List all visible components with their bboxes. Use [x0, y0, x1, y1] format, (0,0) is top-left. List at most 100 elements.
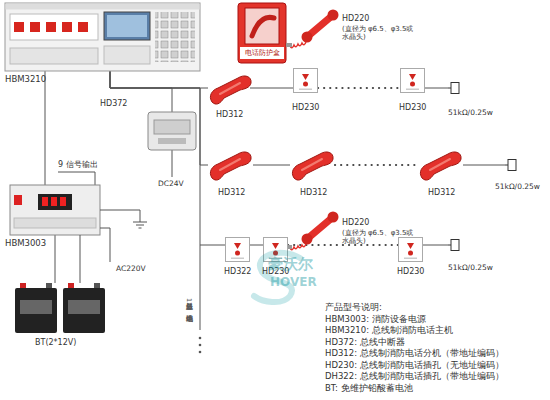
- ground-symbol: [100, 210, 147, 262]
- phone-illustration: [420, 152, 461, 180]
- battery-illustration: [94, 283, 100, 288]
- bus-trunk-line: [199, 245, 202, 353]
- bus-wire: [425, 88, 448, 89]
- legend-line: DH322: 总线制消防电话插孔（带地址编码）: [325, 372, 504, 382]
- phone-jack: HD230: [293, 68, 318, 93]
- handset-illustration: [286, 212, 339, 250]
- phone-jack: HD322: [225, 237, 250, 262]
- host-unit-illustration: [10, 14, 98, 40]
- bus-wire: [110, 71, 208, 88]
- resistor-illustration: [505, 160, 516, 171]
- power-supply-illustration: [14, 195, 22, 205]
- legend-line: HD372: 总线中断器: [325, 338, 405, 348]
- end-resistor: 51kΩ/0.25w: [505, 159, 519, 171]
- phone-illustration: [292, 152, 333, 180]
- signal-label: 9 信号输出: [58, 160, 98, 169]
- model-label: HD312: [428, 188, 455, 197]
- model-label: HD322: [224, 267, 251, 276]
- legend-line: HD230: 总线制消防电话插孔（无地址编码）: [325, 361, 504, 371]
- host-unit-illustration: [107, 15, 147, 37]
- bus-isolator-illustration: [158, 138, 186, 144]
- model-label: HD312: [218, 188, 245, 197]
- note-label: (直径为 φ6.5、φ3.5或水晶头): [342, 229, 414, 245]
- power-supply-illustration: [51, 197, 57, 206]
- model-label: HD230: [399, 103, 426, 112]
- battery-illustration: [15, 288, 57, 333]
- model-label: 51kΩ/0.25w: [448, 264, 493, 273]
- power-supply-illustration: [42, 197, 48, 206]
- model-label: 51kΩ/0.25w: [448, 109, 493, 118]
- bus-wire: [55, 235, 56, 283]
- bus-trunk-line: [200, 245, 201, 330]
- phone-extension: HD312: [208, 72, 250, 108]
- legend-line: HBM3210: 总线制消防电话主机: [325, 326, 453, 336]
- phone-extension: HD312: [290, 148, 335, 184]
- power-supply-illustration: [38, 194, 72, 210]
- battery-illustration: [15, 235, 105, 333]
- protection-box-illustration: [245, 8, 279, 44]
- bus-wire: [423, 245, 448, 246]
- resistor-illustration: [448, 240, 459, 251]
- dotted-bus-wire: [318, 87, 400, 89]
- end-resistor: 51kΩ/0.25w: [448, 239, 462, 251]
- phone-extension: HD312: [208, 148, 253, 184]
- model-label: HD312: [300, 188, 327, 197]
- watermark: HOVER: [270, 276, 317, 290]
- protection-box-illustration: [252, 17, 274, 36]
- bus-trunk-line: [199, 351, 202, 354]
- battery-illustration: [80, 235, 81, 283]
- bus-isolator-illustration: [148, 112, 196, 177]
- battery-illustration: [68, 283, 74, 288]
- voltage-label: AC220V: [116, 265, 146, 274]
- model-label: HD220: [342, 14, 369, 23]
- host-unit-illustration: [5, 3, 200, 71]
- host-unit-illustration: [46, 22, 56, 32]
- protection-box-illustration: [238, 3, 286, 63]
- model-label: HD372: [100, 99, 127, 108]
- battery-illustration: [20, 283, 26, 288]
- ground-symbol: [100, 210, 140, 222]
- phone-illustration: [210, 152, 251, 180]
- host-unit-illustration: [10, 48, 98, 64]
- jack-illustration: [401, 69, 425, 93]
- bus-isolator-illustration: [148, 112, 196, 150]
- bus-trunk-line: [199, 344, 202, 347]
- host-unit-illustration: [5, 3, 200, 71]
- host-unit-illustration: [62, 22, 72, 32]
- ground-symbol: [136, 225, 144, 226]
- handset-illustration: [286, 10, 339, 48]
- voltage-label: DC24V: [158, 180, 184, 189]
- ground-symbol: [139, 228, 142, 229]
- protection-box-illustration: [238, 3, 286, 63]
- battery-illustration: [63, 288, 105, 333]
- host-unit: HBM3210: [5, 3, 200, 71]
- resistor-illustration: [448, 83, 459, 94]
- power-supply-illustration: [10, 172, 100, 235]
- model-label: HD220: [342, 218, 369, 227]
- model-label: HD230: [397, 267, 424, 276]
- ground-symbol: [100, 228, 110, 262]
- protection-box: 电话防护盒: [238, 3, 286, 63]
- watermark: 豪沃尔: [268, 256, 313, 273]
- host-unit-illustration: [155, 12, 195, 62]
- legend-heading: 产品型号说明:: [325, 303, 382, 313]
- host-unit-illustration: [104, 12, 150, 40]
- note-label: (直径为 φ6.5、φ3.5或水晶头): [342, 25, 414, 41]
- bus-isolator-illustration: [154, 120, 190, 134]
- model-label: HBM3210: [5, 75, 46, 85]
- ground-symbol: [133, 222, 147, 223]
- phone-jack: HD230: [400, 68, 425, 93]
- model-label: 电话防护盒: [238, 50, 286, 57]
- power-supply-illustration: [14, 218, 96, 228]
- model-label: HBM3003: [5, 239, 46, 249]
- bus-trunk-line: [199, 337, 202, 340]
- handset: HD220(直径为 φ6.5、φ3.5或水晶头): [300, 8, 340, 44]
- phone-illustration: [210, 76, 251, 104]
- host-unit-illustration: [14, 22, 24, 32]
- host-unit-illustration: [30, 22, 40, 32]
- bus-note: 总线最多分127个地址编码点: [185, 298, 192, 310]
- dotted-bus-wire: [335, 164, 418, 166]
- jack-illustration: [294, 69, 318, 93]
